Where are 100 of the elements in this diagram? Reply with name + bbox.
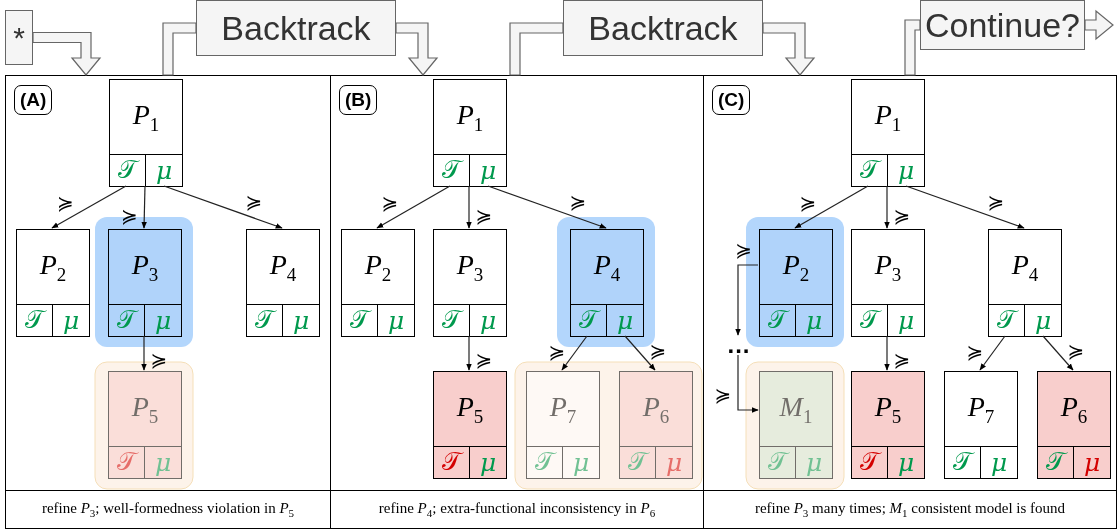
arrow bbox=[141, 335, 147, 371]
status-cell: 𝒯 bbox=[760, 446, 796, 478]
status-cell-text: μ bbox=[1033, 304, 1053, 336]
model-box bbox=[1037, 371, 1111, 479]
status-cell-text: μ bbox=[804, 446, 824, 478]
hollow-arrow bbox=[395, 22, 439, 76]
edge-label: ≽ bbox=[987, 192, 1005, 213]
hollow-arrow bbox=[162, 22, 197, 76]
status-cell: 𝒯 bbox=[527, 446, 563, 478]
edge-label: ≽ bbox=[475, 350, 493, 371]
status-cell-text: μ bbox=[154, 154, 174, 186]
status-cell: 𝒯 bbox=[852, 446, 888, 478]
model-box bbox=[851, 371, 925, 479]
status-cell: 𝒯 bbox=[620, 446, 656, 478]
hollow-arrow bbox=[1084, 9, 1114, 41]
node-label: P$_{2}$ bbox=[782, 248, 810, 286]
model-box bbox=[944, 371, 1018, 479]
status-cell: 𝒯 bbox=[110, 154, 146, 186]
model-box bbox=[246, 229, 320, 337]
status-cell: 𝒯 bbox=[852, 304, 888, 336]
status-cell: 𝒯 bbox=[17, 304, 53, 336]
node-label: M$_{1}$ bbox=[779, 390, 813, 428]
status-cell-text: μ bbox=[386, 304, 406, 336]
arrow bbox=[376, 185, 451, 229]
model-box bbox=[433, 79, 507, 187]
status-cell-text: μ bbox=[804, 304, 824, 336]
model-box bbox=[341, 229, 415, 337]
node-label: P$_{2}$ bbox=[364, 248, 392, 286]
panel-frame bbox=[5, 75, 331, 491]
arrow bbox=[737, 354, 759, 413]
model-box bbox=[526, 371, 600, 479]
node-label: P$_{3}$ bbox=[874, 248, 902, 286]
node-label: P$_{4}$ bbox=[593, 248, 621, 286]
arrow bbox=[1042, 335, 1074, 371]
node-label: P$_{4}$ bbox=[269, 248, 297, 286]
model-box bbox=[109, 79, 183, 187]
arrow bbox=[794, 185, 869, 229]
status-cell: 𝒯 bbox=[434, 154, 470, 186]
hollow-arrow bbox=[762, 22, 816, 76]
edge-label: ≽ bbox=[893, 206, 911, 227]
model-box bbox=[16, 229, 90, 337]
model-box bbox=[988, 229, 1062, 337]
arrow bbox=[487, 185, 607, 229]
node-label: P$_{1}$ bbox=[132, 98, 160, 136]
status-cell: 𝒯 bbox=[571, 304, 607, 336]
node-label: P$_{1}$ bbox=[874, 98, 902, 136]
arrow bbox=[979, 335, 1006, 371]
edge-label: ≽ bbox=[799, 193, 817, 214]
arrow bbox=[163, 185, 283, 229]
arrow bbox=[735, 264, 759, 336]
node-label: P$_{2}$ bbox=[39, 248, 67, 286]
model-box bbox=[570, 229, 644, 337]
status-cell: 𝒯 bbox=[434, 304, 470, 336]
edge-label: ≽ bbox=[966, 341, 984, 362]
node-label: P$_{7}$ bbox=[967, 390, 995, 428]
panel-badge: (A) bbox=[14, 85, 53, 115]
model-box bbox=[759, 371, 833, 479]
node-label: P$_{5}$ bbox=[456, 390, 484, 428]
edge-label: ≽ bbox=[649, 340, 667, 361]
status-cell-text: μ bbox=[61, 304, 81, 336]
edge-label: ≽ bbox=[735, 240, 752, 260]
caption-text: refine P$_{4}$; extra-functional inconsistency in P$_{6}$ bbox=[378, 500, 656, 519]
model-box bbox=[108, 371, 182, 479]
node-label: P$_{5}$ bbox=[874, 390, 902, 428]
edge-label: ≽ bbox=[569, 192, 587, 213]
status-cell: 𝒯 bbox=[852, 154, 888, 186]
status-cell-text: μ bbox=[896, 154, 916, 186]
arrow bbox=[905, 185, 1025, 229]
status-cell: 𝒯 bbox=[760, 304, 796, 336]
edge-label: ≽ bbox=[714, 384, 732, 405]
arrow bbox=[624, 335, 656, 371]
panel-frame bbox=[703, 75, 1117, 491]
status-cell: 𝒯 bbox=[109, 304, 145, 336]
status-cell-text: μ bbox=[571, 446, 591, 478]
status-cell: 𝒯 bbox=[989, 304, 1025, 336]
status-cell: 𝒯 bbox=[342, 304, 378, 336]
arrow bbox=[466, 185, 472, 229]
node-label: P$_{3}$ bbox=[456, 248, 484, 286]
status-cell: 𝒯 bbox=[434, 446, 470, 478]
arrow bbox=[51, 185, 127, 229]
caption-text: refine P$_{3}$; well-formedness violation in P$_{5}$ bbox=[41, 500, 295, 519]
caption-text: refine P$_{3}$ many times; M$_{1}$ consistent model is found bbox=[754, 500, 1066, 519]
status-cell-text: μ bbox=[153, 304, 173, 336]
node-label: P$_{4}$ bbox=[1011, 248, 1039, 286]
status-cell-text: μ bbox=[478, 304, 498, 336]
model-box bbox=[851, 229, 925, 337]
status-cell-text: μ bbox=[989, 446, 1009, 478]
arrow bbox=[884, 335, 890, 371]
edge-label: ≽ bbox=[56, 193, 74, 214]
edge-label: ≽ bbox=[245, 192, 263, 213]
edge-label: ≽ bbox=[475, 206, 493, 227]
hollow-arrow bbox=[509, 22, 564, 76]
edge-label: ≽ bbox=[893, 350, 911, 371]
arrow bbox=[466, 335, 472, 371]
node-label: P$_{3}$ bbox=[131, 248, 159, 286]
ellipsis: ... bbox=[721, 336, 757, 356]
status-cell-text: μ bbox=[478, 154, 498, 186]
status-cell-text: μ bbox=[1082, 446, 1102, 478]
model-box bbox=[851, 79, 925, 187]
status-cell: 𝒯 bbox=[1038, 446, 1074, 478]
